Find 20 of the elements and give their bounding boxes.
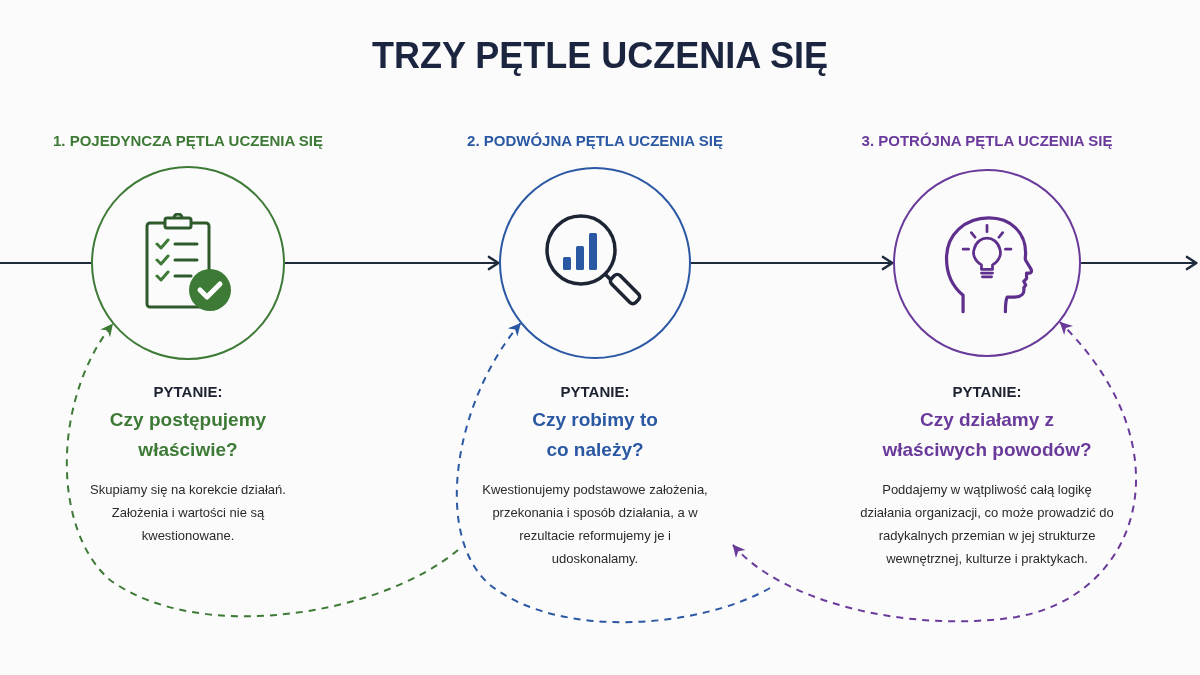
question-label: PYTANIE: [153, 382, 223, 402]
loop-heading: 3. POTRÓJNA PĘTLA UCZENIA SIĘ [861, 131, 1113, 151]
loop-heading: 1. POJEDYNCZA PĘTLA UCZENIA SIĘ [52, 131, 323, 151]
connector-line [0, 262, 92, 264]
arrow [284, 255, 500, 271]
description-text: Skupiamy się na korekcie działań. Założenia i wartości nie są kwestionowane. [89, 481, 287, 545]
arrow [1080, 255, 1198, 271]
description-text: Poddajemy w wątpliwość całą logikę działania organizacji, co może prowadzić do radykalnych przemian w jej strukturze wewnętrznej, kulturze i praktykach. [859, 481, 1115, 568]
dashed-arrow [732, 321, 1137, 623]
dashed-arrow [65, 323, 459, 618]
arrow [690, 255, 894, 271]
question-text: Czy działamy z właściwych powodów? [881, 408, 1093, 462]
diagram-title: TRZY PĘTLE UCZENIA SIĘ [371, 34, 828, 78]
description-text: Kwestionujemy podstawowe założenia, przekonania i sposób działania, a w rezultacie reformujemy je i udoskonalamy. [481, 481, 709, 568]
question-text: Czy robimy to co należy? [531, 408, 659, 462]
question-label: PYTANIE: [560, 382, 630, 402]
loop-heading: 2. PODWÓJNA PĘTLA UCZENIA SIĘ [467, 131, 723, 151]
question-text: Czy postępujemy właściwie? [108, 408, 268, 462]
dashed-arrow [455, 322, 771, 624]
question-label: PYTANIE: [952, 382, 1022, 402]
